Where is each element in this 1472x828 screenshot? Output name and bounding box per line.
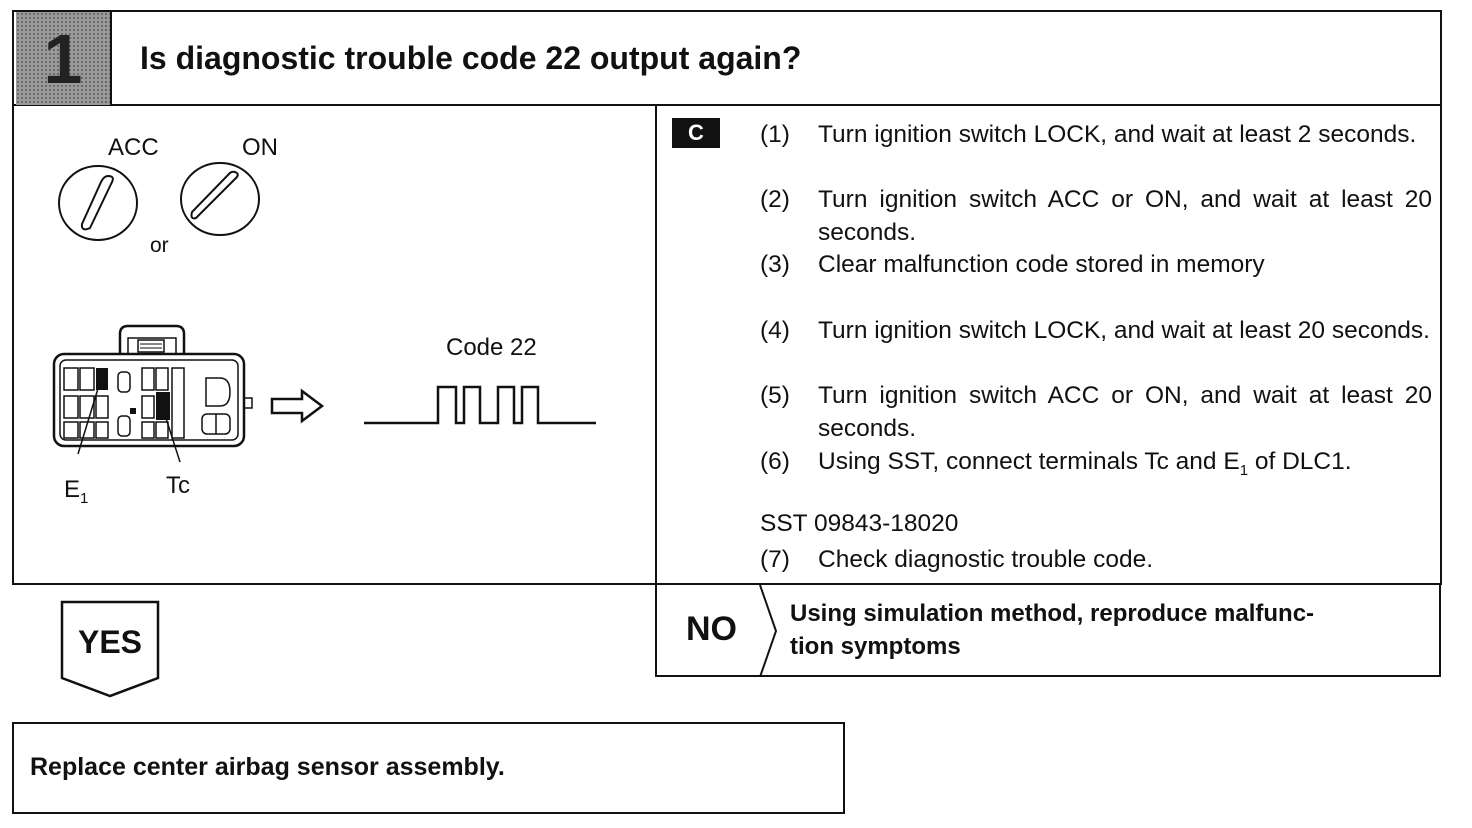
terminal-e1-label: E1	[64, 476, 89, 507]
header-divider	[12, 104, 1442, 106]
or-label: or	[150, 234, 169, 257]
condition-badge: C	[672, 118, 720, 148]
ignition-switch-acc-icon	[58, 165, 138, 241]
replace-box	[12, 722, 845, 814]
no-label: NO	[686, 610, 737, 648]
step-number-box	[16, 12, 110, 105]
column-divider	[655, 104, 657, 677]
main-frame	[12, 10, 1442, 585]
no-result-text: Using simulation method, reproduce malfu…	[790, 600, 1315, 660]
no-branch-box	[655, 583, 1441, 677]
code-22-label: Code 22	[446, 334, 537, 361]
ignition-switch-on-icon	[180, 162, 260, 236]
code-22-waveform	[364, 385, 596, 425]
terminal-tc-label: Tc	[166, 472, 190, 499]
sst-line: SST 09843-18020	[760, 510, 959, 537]
yes-label: YES	[77, 624, 143, 660]
dlc1-connector-icon	[52, 324, 253, 463]
step-number: 1	[43, 19, 83, 98]
replace-action-text: Replace center airbag sensor assembly.	[30, 753, 505, 781]
question-title: Is diagnostic trouble code 22 output aga…	[140, 40, 802, 76]
no-chevron-icon	[759, 585, 778, 677]
step-box-divider	[110, 10, 112, 106]
yes-flag-shape	[60, 600, 160, 698]
arrow-right-icon	[270, 388, 325, 424]
acc-label: ACC	[108, 134, 159, 161]
on-label: ON	[242, 134, 278, 161]
